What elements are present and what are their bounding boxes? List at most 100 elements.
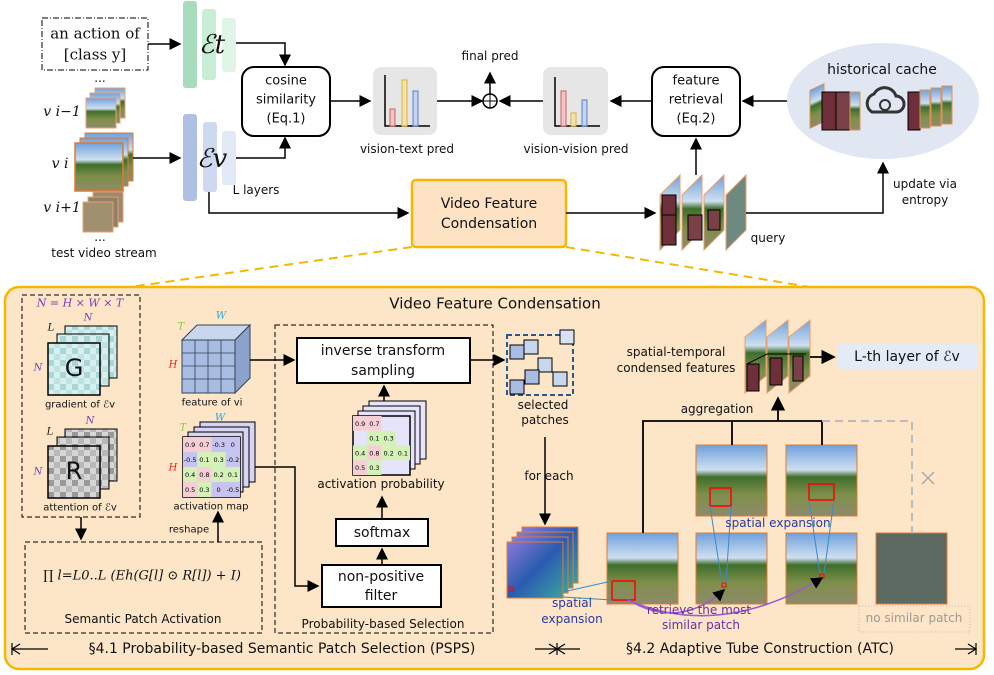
attention-heatmap-frames (506, 526, 579, 599)
matrix-cell-bg (211, 482, 226, 497)
text-encoder (183, 1, 236, 88)
matrix-cell-value: 0.1 (398, 449, 408, 457)
pbs-label: Probability-based Selection (301, 617, 465, 632)
attention-map-stack (47, 428, 118, 499)
frame-stack-current (74, 132, 134, 192)
video-encoder-label: ℰv (196, 144, 228, 175)
video-feature-condensation-box (410, 178, 568, 249)
matrix-cell-value: -0.2 (227, 456, 240, 464)
panel-title: Video Feature Condensation (389, 294, 601, 313)
matrix-cell-bg (183, 467, 198, 482)
frame-label-next: v i+1 (43, 199, 81, 216)
matrix-cell-bg (197, 482, 212, 497)
text-encoder-label: ℰt (198, 30, 226, 61)
dim-n-grad-top: N (83, 312, 93, 324)
spatial-expansion-top: spatial expansion (725, 516, 831, 531)
output-layer-box (838, 343, 978, 370)
for-each-label: for each (524, 469, 574, 484)
cosine-line1: cosine (265, 73, 307, 89)
matrix-cell-value: 0.4 (185, 471, 195, 479)
matrix-cell-bg (353, 445, 368, 461)
matrix-cell-bg (381, 445, 396, 461)
n-formula: N = H × W × T (36, 296, 124, 310)
matrix-cell-bg (353, 416, 368, 431)
matrix-cell-value: -0.3 (212, 441, 225, 449)
cache-features-right (907, 85, 953, 131)
matrix-cell-bg (353, 460, 368, 475)
dim-l-attn: L (46, 426, 54, 438)
matrix-cell-value: 0.1 (369, 435, 379, 443)
matrix-cell-bg (367, 416, 382, 431)
matrix-cell-value: 0.5 (185, 486, 195, 494)
matrix-cell-bg (367, 430, 382, 446)
matrix-cell-value: 0.3 (383, 435, 393, 443)
matrix-cell-value: 0.3 (369, 464, 379, 472)
matrix-cell-bg (225, 482, 240, 497)
retrieval-line2: retrieval (668, 92, 724, 108)
spatial-temporal-features (744, 318, 811, 395)
no-similar-patch-label: no similar patch (865, 611, 963, 626)
st-features-line2: condensed features (616, 361, 736, 376)
cache-features-left (809, 83, 861, 131)
spa-label: Semantic Patch Activation (64, 612, 222, 627)
matrix-cell-value: 0.1 (199, 456, 209, 464)
gradient-map-stack (47, 325, 118, 396)
matrix-cell-value: 0.9 (185, 441, 195, 449)
frame-stack-prev (85, 87, 126, 129)
matrix-cell-value: 0.2 (383, 449, 393, 457)
feature-retrieval-box (651, 66, 741, 137)
dim-w-feature: W (215, 310, 227, 322)
st-features-line1: spatial-temporal (626, 345, 726, 360)
aggregation-label: aggregation (680, 402, 754, 417)
vision-text-pred-label: vision-text pred (359, 142, 455, 157)
cosine-line3: (Eq.1) (266, 111, 306, 127)
matrix-cell-bg (197, 437, 212, 452)
selected-line1: selected (517, 398, 569, 413)
matrix-cell-bg (225, 452, 240, 467)
inverse-line2: sampling (351, 362, 415, 379)
retrieve-line1: retrieve the most (646, 603, 752, 618)
matrix-cell-value: 0.3 (199, 486, 209, 494)
filter-line2: filter (364, 587, 398, 604)
condensation-line1: Video Feature (440, 195, 538, 212)
activation-probability-label: activation probability (317, 477, 445, 492)
retrieve-line2: similar patch (662, 618, 740, 633)
feature-label: feature of vi (181, 397, 243, 409)
matrix-cell-bg (211, 467, 226, 482)
text-prompt-line1: an action of (50, 24, 140, 43)
feature-cube (180, 323, 252, 395)
matrix-cell-value: 0.1 (228, 471, 238, 479)
probability-selection-box (274, 324, 494, 634)
matrix-cell-bg (183, 482, 198, 497)
attention-label: attention of ℰv (43, 502, 117, 514)
matrix-cell-bg (367, 445, 382, 461)
gradient-symbol: G (64, 354, 84, 383)
dim-l-grad: L (47, 322, 55, 334)
dim-n-grad-left: N (33, 362, 43, 374)
dim-n-attn-left: N (33, 466, 43, 478)
matrix-cell-value: 0.7 (199, 441, 209, 449)
spa-formula: ∏ l=L0..L (Eh(G[l] ⊙ R[l]) + I) (43, 568, 241, 584)
frame-label-prev: v i−1 (43, 103, 81, 120)
video-frames-atc (606, 444, 948, 605)
aggregation-lines (642, 420, 823, 533)
matrix-cell-value: -0.5 (227, 486, 240, 494)
matrix-cell-bg (183, 452, 198, 467)
update-line1: update via (893, 177, 957, 192)
attention-symbol: R (65, 457, 83, 486)
vision-text-pred-chart (373, 67, 437, 135)
gradient-label: gradient of ℰv (44, 399, 116, 411)
matrix-cell-bg (395, 445, 410, 461)
spatial-expansion-left-2: expansion (541, 612, 603, 627)
matrix-cell-value: 0.7 (369, 420, 379, 428)
dim-t-feature: T (177, 321, 185, 333)
query-label: query (750, 231, 786, 246)
expansion-lines (562, 499, 835, 601)
update-line2: entropy (901, 193, 949, 208)
dim-h-amap: H (168, 462, 178, 474)
encoder-layers-label: L layers (232, 183, 280, 198)
video-encoder (183, 114, 236, 201)
dim-t-amap: T (179, 422, 187, 434)
matrix-cell-value: 0.8 (369, 449, 379, 457)
